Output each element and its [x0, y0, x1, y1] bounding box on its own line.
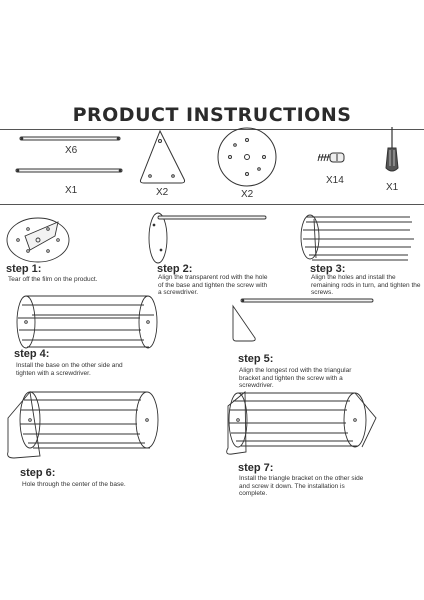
step6-illustration: [8, 392, 158, 458]
step4-title: step 4:: [14, 348, 50, 360]
step3-illustration: [301, 215, 414, 260]
part-qty-base: X2: [241, 189, 254, 200]
parts-divider: [0, 204, 424, 205]
step1-illustration: [7, 218, 69, 262]
step2-title: step 2:: [157, 263, 193, 275]
screwdriver-icon: [386, 127, 398, 171]
step1-text: Tear off the film on the product.: [8, 276, 98, 283]
step7-illustration: [227, 392, 376, 454]
step4-illustration: [17, 296, 157, 348]
step5-text: Align the longest rod with the triangula…: [239, 367, 352, 389]
title-divider: [0, 129, 424, 130]
long-rod-icon: [20, 137, 120, 140]
triangle-bracket-icon: [140, 131, 184, 183]
step6-text: Hole through the center of the base.: [22, 481, 126, 488]
step5-title: step 5:: [238, 353, 274, 365]
round-base-icon: [218, 128, 276, 186]
step3-text: Align the holes and install the remainin…: [311, 274, 421, 296]
part-qty-triangle: X2: [156, 187, 169, 198]
part-qty-screw: X14: [326, 175, 344, 186]
step2-text: Align the transparent rod with the hole …: [158, 274, 268, 296]
step2-illustration: [149, 213, 266, 263]
step1-title: step 1:: [6, 263, 42, 275]
screw-icon: [318, 153, 344, 162]
step3-title: step 3:: [310, 263, 346, 275]
step7-text: Install the triangle bracket on the othe…: [239, 475, 364, 497]
part-qty-long-rod: X6: [65, 145, 78, 156]
step4-text: Install the base on the other side and t…: [16, 362, 123, 377]
short-rod-icon: [16, 169, 122, 172]
step7-title: step 7:: [238, 462, 274, 474]
part-qty-screwdriver: X1: [386, 182, 399, 193]
step6-title: step 6:: [20, 467, 56, 479]
part-qty-short-rod: X1: [65, 185, 78, 196]
page-title: PRODUCT INSTRUCTIONS: [72, 104, 352, 126]
step5-illustration: [233, 299, 373, 341]
